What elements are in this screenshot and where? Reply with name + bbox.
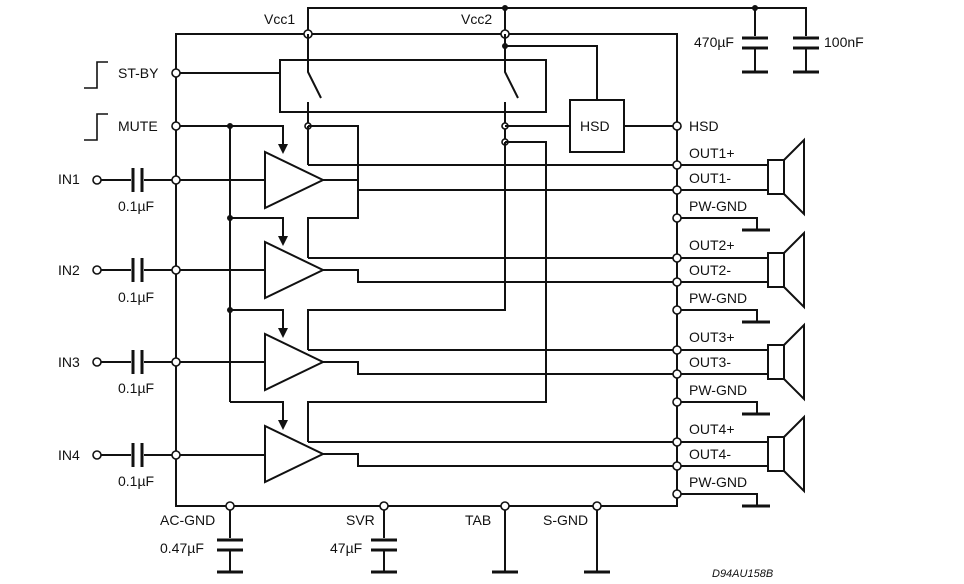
in3-label: IN3 — [58, 354, 80, 370]
amplifier-channel-2 — [264, 240, 326, 300]
in3-cap-label: 0.1µF — [118, 380, 154, 396]
hsd-block-label: HSD — [580, 118, 610, 134]
input-channel-2 — [92, 258, 265, 282]
standby-switch-block — [171, 34, 547, 146]
amplifier-channel-1 — [264, 150, 326, 210]
speaker-4-icon — [767, 414, 805, 494]
standby-pulse-icon — [84, 61, 108, 89]
tab-pin — [492, 501, 518, 574]
speaker-3-icon — [767, 322, 805, 402]
tab-label: TAB — [465, 512, 491, 528]
standby-label: ST-BY — [118, 65, 159, 81]
in1-label: IN1 — [58, 171, 80, 187]
ac-gnd-pin — [217, 501, 243, 574]
output-channel-1 — [308, 137, 805, 232]
out3-pos-label: OUT3+ — [689, 329, 735, 345]
output-channel-4 — [308, 414, 805, 508]
in4-label: IN4 — [58, 447, 80, 463]
input-channel-1 — [92, 168, 265, 192]
in2-cap-label: 0.1µF — [118, 289, 154, 305]
pwgnd2-label: PW-GND — [689, 290, 747, 306]
out2-neg-label: OUT2- — [689, 262, 731, 278]
amplifier-channel-3 — [264, 332, 326, 392]
output-channel-3 — [308, 322, 805, 416]
amplifier-channel-4 — [264, 424, 326, 484]
out4-pos-label: OUT4+ — [689, 421, 735, 437]
vcc2-label: Vcc2 — [461, 11, 492, 27]
mute-label: MUTE — [118, 118, 158, 134]
cap-470uf-label: 470µF — [694, 34, 734, 50]
input-channel-3 — [92, 350, 265, 374]
s-gnd-pin — [584, 501, 610, 574]
vcc1-label: Vcc1 — [264, 11, 295, 27]
out2-pos-label: OUT2+ — [689, 237, 735, 253]
ac-gnd-label: AC-GND — [160, 512, 215, 528]
in1-cap-label: 0.1µF — [118, 198, 154, 214]
svr-cap-label: 47µF — [330, 540, 362, 556]
drawing-reference: D94AU158B — [712, 568, 773, 580]
ac-gnd-cap-label: 0.47µF — [160, 540, 204, 556]
in2-label: IN2 — [58, 262, 80, 278]
out4-neg-label: OUT4- — [689, 446, 731, 462]
s-gnd-label: S-GND — [543, 512, 588, 528]
in4-cap-label: 0.1µF — [118, 473, 154, 489]
mute-pulse-icon — [84, 113, 108, 141]
cap-100nf-label: 100nF — [824, 34, 864, 50]
hsd-block — [502, 43, 682, 153]
pwgnd3-label: PW-GND — [689, 382, 747, 398]
amp-supply-routing — [307, 125, 547, 442]
out1-pos-label: OUT1+ — [689, 145, 735, 161]
output-channel-2 — [308, 230, 805, 324]
pwgnd1-label: PW-GND — [689, 198, 747, 214]
speaker-2-icon — [767, 230, 805, 310]
svr-label: SVR — [346, 512, 375, 528]
speaker-1-icon — [767, 137, 805, 217]
supply-rails — [303, 5, 819, 74]
mute-bus — [171, 121, 288, 430]
hsd-pin-label: HSD — [689, 118, 719, 134]
out3-neg-label: OUT3- — [689, 354, 731, 370]
out1-neg-label: OUT1- — [689, 170, 731, 186]
input-channel-4 — [92, 443, 265, 467]
svr-pin — [371, 501, 397, 574]
pwgnd4-label: PW-GND — [689, 474, 747, 490]
